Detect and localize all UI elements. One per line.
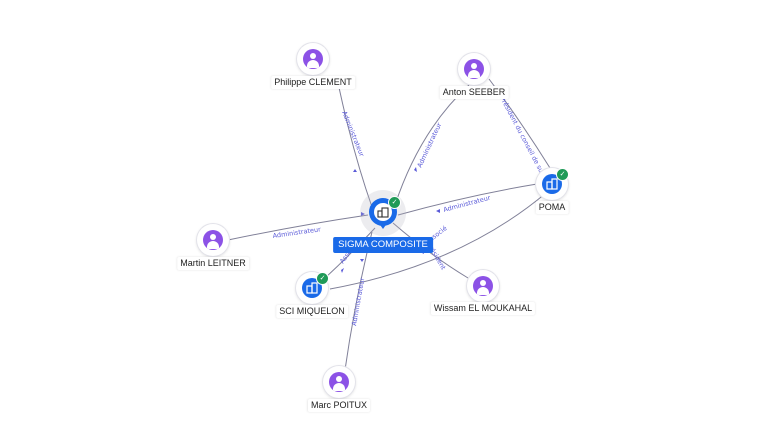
edge-label-anton: Administrateur: [416, 121, 444, 169]
arrow-poma: [436, 209, 440, 213]
verified-check-icon: ✓: [388, 196, 401, 209]
company-node-sci[interactable]: ✓: [296, 272, 329, 304]
person-node-wissam[interactable]: [467, 270, 499, 302]
person-label-philippe[interactable]: Philippe CLEMENT: [271, 76, 355, 89]
location-pin-icon: [369, 198, 397, 229]
edge-label-martin: Administrateur: [272, 225, 321, 240]
company-node-poma[interactable]: ✓: [536, 168, 569, 200]
person-node-martin[interactable]: [197, 224, 229, 256]
verified-check-icon: ✓: [316, 272, 329, 285]
arrow-philippe: [353, 169, 357, 172]
verified-check-icon: ✓: [556, 168, 569, 181]
edge-label-philippe: Administrateur: [340, 110, 366, 158]
person-icon: [329, 372, 349, 392]
company-label-sci[interactable]: SCI MIQUELON: [276, 305, 348, 318]
edge-label-poma: Administrateur: [442, 194, 491, 214]
person-label-anton[interactable]: Anton SEEBER: [439, 86, 509, 99]
person-label-wissam[interactable]: Wissam EL MOUKAHAL: [430, 302, 536, 315]
edge-sci[interactable]: [324, 227, 376, 279]
person-icon: [303, 49, 323, 69]
center-company-node[interactable]: ✓: [360, 190, 406, 236]
edge-poma[interactable]: [397, 183, 538, 216]
person-node-anton[interactable]: [458, 53, 490, 85]
arrow-anton: [414, 167, 417, 172]
edge-poma-sci[interactable]: [329, 192, 547, 290]
arrow-martin: [361, 212, 365, 216]
person-icon: [203, 230, 223, 250]
arrow-sci: [341, 268, 344, 273]
center-company-label[interactable]: SIGMA COMPOSITE: [333, 237, 433, 253]
building-icon: [377, 207, 389, 218]
person-node-marc[interactable]: [323, 366, 355, 398]
edge-martin[interactable]: [227, 214, 369, 241]
person-label-marc[interactable]: Marc POITUX: [307, 399, 371, 412]
person-label-martin[interactable]: Martin LEITNER: [177, 257, 249, 270]
person-node-philippe[interactable]: [297, 43, 329, 75]
arrow-marc: [360, 259, 364, 262]
person-icon: [473, 276, 493, 296]
edge-philippe[interactable]: [336, 77, 373, 208]
person-icon: [464, 59, 484, 79]
company-label-poma[interactable]: POMA: [535, 201, 569, 214]
